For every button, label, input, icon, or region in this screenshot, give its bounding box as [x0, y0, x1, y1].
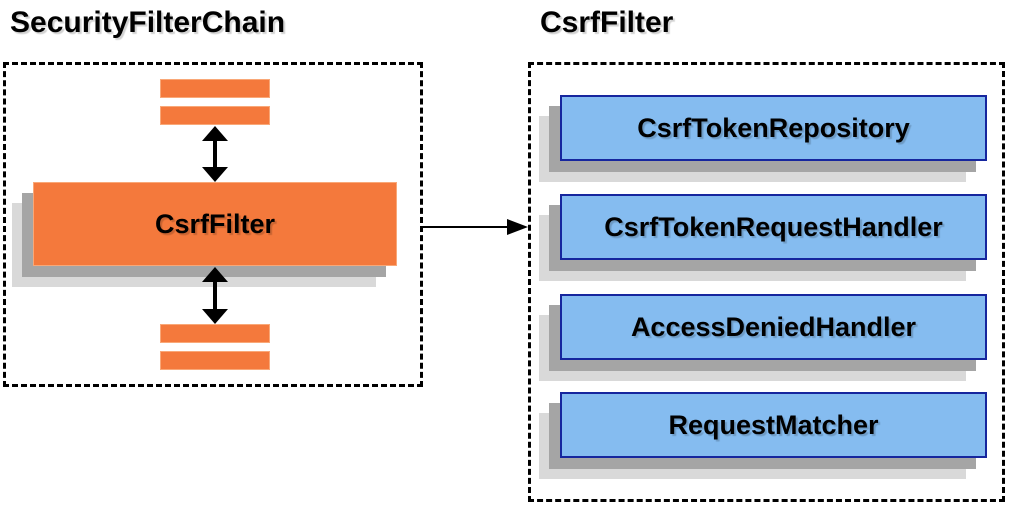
component-label: CsrfTokenRequestHandler — [604, 211, 943, 242]
arrow-shaft — [423, 226, 510, 228]
arrow-shaft — [213, 138, 217, 170]
csrf-filter-boundary — [528, 62, 1005, 502]
component-label: AccessDeniedHandler — [630, 311, 917, 342]
security-filter-chain-boundary — [3, 62, 423, 387]
double-arrow-top — [202, 126, 228, 182]
component-label: CsrfTokenRepository — [637, 112, 910, 143]
csrf-filter-box: CsrfFilter — [33, 182, 397, 266]
filter-placeholder-bar — [160, 351, 270, 370]
box-csrf-token-request-handler: CsrfTokenRequestHandler — [560, 194, 987, 260]
filter-placeholder-bar — [160, 324, 270, 343]
component-label: RequestMatcher — [668, 409, 879, 440]
csrf-filter-box-label: CsrfFilter — [154, 208, 276, 239]
arrow-down-icon — [202, 167, 228, 182]
box-csrf-token-repository: CsrfTokenRepository — [560, 95, 987, 161]
security-filter-chain-title: SecurityFilterChain — [10, 6, 286, 39]
filter-placeholder-bar — [160, 79, 270, 98]
arrow-up-icon — [202, 267, 228, 282]
box-request-matcher: RequestMatcher — [560, 392, 987, 458]
arrow-up-icon — [202, 126, 228, 141]
link-arrow — [423, 219, 528, 235]
arrow-right-icon — [507, 219, 528, 235]
box-access-denied-handler: AccessDeniedHandler — [560, 294, 987, 360]
filter-placeholder-bar — [160, 106, 270, 125]
csrf-filter-title: CsrfFilter — [540, 6, 674, 39]
arrow-shaft — [213, 279, 217, 312]
double-arrow-bottom — [202, 267, 228, 324]
arrow-down-icon — [202, 309, 228, 324]
